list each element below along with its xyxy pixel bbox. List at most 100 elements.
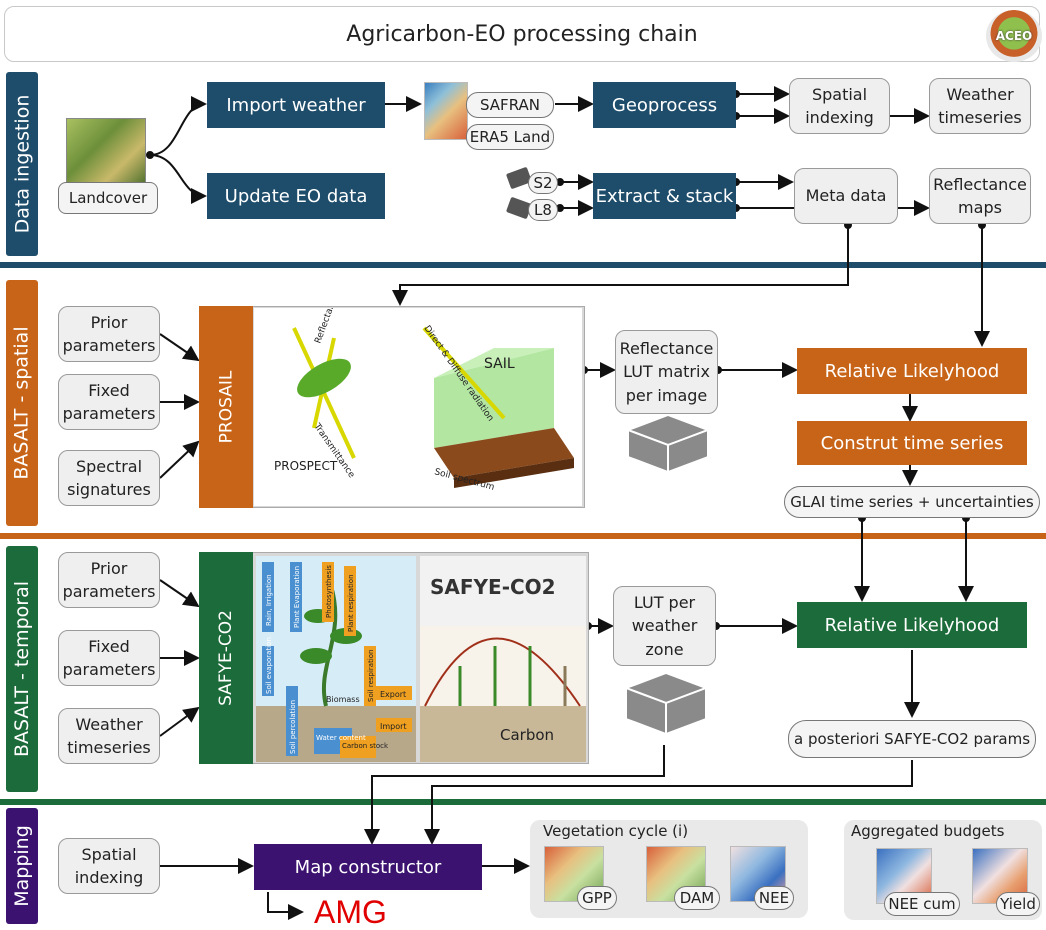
era5-pill: ERA5 Land <box>466 124 554 150</box>
s2-text: S2 <box>533 174 553 192</box>
meta-data-box: Meta data <box>794 168 898 224</box>
relative-likelihood-spatial-box: Relative Likelyhood <box>797 348 1027 394</box>
relative-likelihood-spatial-text: Relative Likelyhood <box>824 360 1000 382</box>
glai-box: GLAI time series + uncertainties <box>784 486 1040 518</box>
construct-time-series-box: Construt time series <box>797 421 1027 465</box>
prior-parameters-box: Prior parameters <box>58 306 160 362</box>
geoprocess-box: Geoprocess <box>593 82 736 128</box>
landcover-label: Landcover <box>58 182 158 214</box>
yield-pill: Yield <box>996 892 1040 916</box>
fixed-parameters-temporal-box: Fixed parameters <box>58 630 160 686</box>
weather-timeseries-text: Weather timeseries <box>938 84 1022 127</box>
prior-parameters-temporal-text: Prior parameters <box>62 558 156 601</box>
spectral-signatures-text: Spectral signatures <box>67 456 151 499</box>
safye-growth-illustration: SAFYE-CO2 Carbon <box>420 556 586 762</box>
meta-data-text: Meta data <box>805 186 887 206</box>
lut-weather-zone-box: LUT per weather zone <box>613 586 716 666</box>
spatial-indexing-box: Spatial indexing <box>789 78 890 134</box>
photosynthesis-label: Photosynthesis <box>325 565 333 618</box>
nee-cum-text: NEE cum <box>888 895 956 913</box>
yield-text: Yield <box>1000 895 1036 913</box>
soil-perc-label: Soil percolation <box>289 700 297 754</box>
prosail-label-box: PROSAIL <box>199 306 253 508</box>
safran-pill: SAFRAN <box>466 92 554 118</box>
separator-temporal <box>0 799 1046 805</box>
weather-map-image <box>424 82 468 140</box>
reflectance-maps-box: Reflectance maps <box>929 168 1031 224</box>
export-label: Export <box>380 690 406 699</box>
fixed-parameters-box: Fixed parameters <box>58 374 160 430</box>
amg-label: AMG <box>314 894 387 930</box>
aceo-logo: ACEO <box>986 10 1042 62</box>
lane-basalt-temporal: BASALT - temporal <box>6 546 38 792</box>
l8-text: L8 <box>534 201 552 219</box>
rain-label: Rain, Irrigation <box>265 574 273 626</box>
safye-title: SAFYE-CO2 <box>430 575 556 599</box>
extract-stack-text: Extract & stack <box>595 185 734 207</box>
import-label: Import <box>380 722 407 731</box>
separator-spatial <box>0 533 1046 539</box>
fixed-parameters-temporal-text: Fixed parameters <box>62 636 156 679</box>
spatial-indexing-mapping-box: Spatial indexing <box>58 838 160 894</box>
plant-resp-label: Plant respiration <box>347 574 355 632</box>
posteriori-box: a posteriori SAFYE-CO2 params <box>788 720 1036 758</box>
update-eo-box: Update EO data <box>207 173 385 219</box>
safye-label-box: SAFYE-CO2 <box>199 552 253 764</box>
separator-ingestion <box>0 262 1046 268</box>
safye-text: SAFYE-CO2 <box>216 610 236 706</box>
nee-cum-pill: NEE cum <box>884 892 960 916</box>
aggregated-budgets-title: Aggregated budgets <box>851 822 1005 840</box>
landcover-text: Landcover <box>68 189 148 207</box>
dam-text: DAM <box>679 889 715 907</box>
weather-timeseries-temporal-box: Weather timeseries <box>58 708 160 764</box>
lut-weather-zone-text: LUT per weather zone <box>631 593 698 659</box>
map-constructor-text: Map constructor <box>294 856 442 878</box>
construct-time-series-text: Construt time series <box>820 432 1004 454</box>
spatial-indexing-text: Spatial indexing <box>805 84 874 127</box>
nee-text: NEE <box>758 889 790 907</box>
dam-pill: DAM <box>674 886 720 910</box>
safran-text: SAFRAN <box>480 96 540 114</box>
reflectance-lut-text: Reflectance LUT matrix per image <box>619 339 714 405</box>
prosail-text: PROSAIL <box>216 370 237 444</box>
soil-resp-label: Soil respiration <box>367 650 375 702</box>
water-label: Water content <box>316 734 366 742</box>
update-eo-text: Update EO data <box>224 185 368 207</box>
weather-timeseries-box: Weather timeseries <box>929 78 1031 134</box>
gpp-map-image <box>544 846 604 902</box>
glai-text: GLAI time series + uncertainties <box>790 493 1034 511</box>
plant-evap-label: Plant Evaporation <box>293 566 301 628</box>
vegetation-cycle-title: Vegetation cycle (i) <box>543 822 689 840</box>
prosail-illustration: Reflectance Transmittance PROSPECT SAIL … <box>254 308 582 506</box>
prior-parameters-text: Prior parameters <box>62 312 156 355</box>
map-constructor-box: Map constructor <box>254 844 482 890</box>
l8-pill: L8 <box>528 199 558 221</box>
era5-text: ERA5 Land <box>469 128 551 146</box>
carbon-label: Carbon <box>500 726 554 744</box>
safye-processes-illustration: Rain, Irrigation Plant Evaporation Photo… <box>256 556 416 762</box>
geoprocess-text: Geoprocess <box>611 94 718 116</box>
carbon-stock-label: Carbon stock <box>342 742 389 750</box>
lane-mapping: Mapping <box>6 808 38 924</box>
lane-data-ingestion: Data ingestion <box>6 72 38 256</box>
fixed-parameters-text: Fixed parameters <box>62 380 156 423</box>
spatial-indexing-mapping-text: Spatial indexing <box>74 844 144 887</box>
reflectance-lut-box: Reflectance LUT matrix per image <box>615 330 718 414</box>
biomass-label: Biomass <box>326 695 360 704</box>
lut-weather-cube-icon <box>623 671 709 736</box>
gpp-pill: GPP <box>577 886 617 910</box>
prior-parameters-temporal-box: Prior parameters <box>58 552 160 608</box>
landcover-map-image <box>66 118 146 186</box>
logo-text: ACEO <box>995 29 1033 43</box>
sail-label: SAIL <box>484 356 515 372</box>
import-weather-box: Import weather <box>207 82 385 128</box>
reflectance-maps-text: Reflectance maps <box>933 174 1027 217</box>
prospect-label: PROSPECT <box>274 459 338 473</box>
weather-timeseries-temporal-text: Weather timeseries <box>67 714 151 757</box>
s2-pill: S2 <box>528 172 558 194</box>
gpp-text: GPP <box>582 889 612 907</box>
extract-stack-box: Extract & stack <box>593 173 736 219</box>
soil-evap-label: Soil evaporation <box>265 637 273 694</box>
lane-basalt-spatial: BASALT - spatial <box>6 280 38 526</box>
import-weather-text: Import weather <box>226 94 366 116</box>
